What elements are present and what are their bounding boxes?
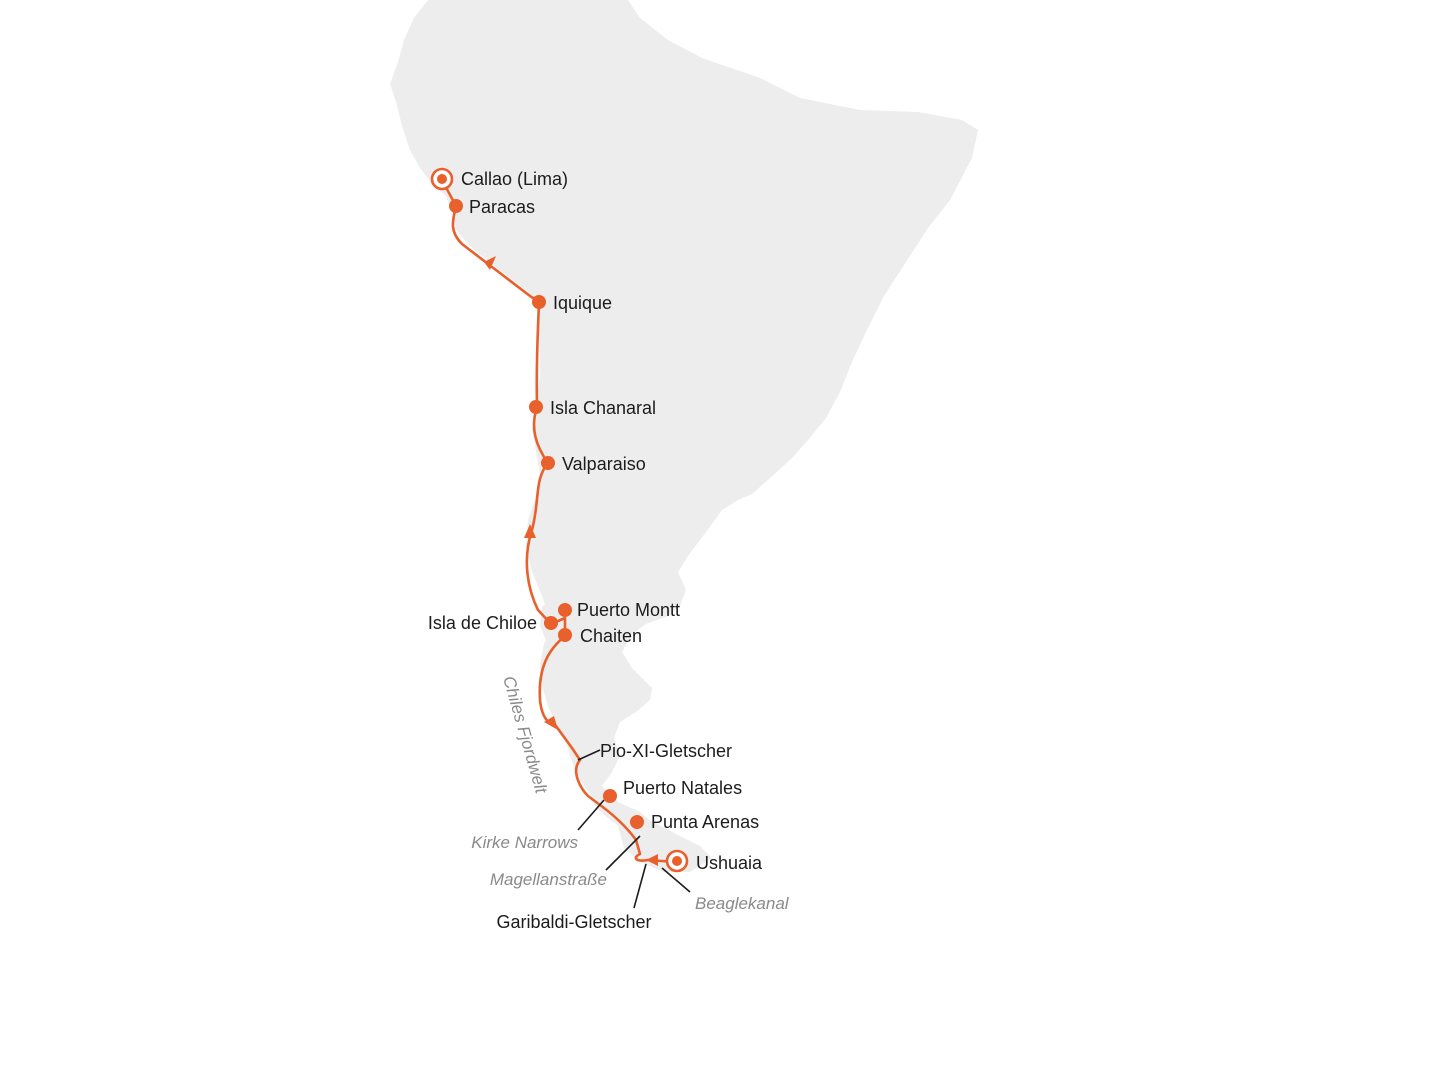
label-beaglekanal: Beaglekanal [695,894,790,913]
stop-dot-puerto-montt [558,603,572,617]
leader-garibaldi [633,863,647,909]
leader-pio-xi [577,749,601,761]
leader-magellanstrasse [605,835,641,871]
direction-arrow-icon [646,854,658,866]
label-puerto-natales: Puerto Natales [623,778,742,798]
label-puerto-montt: Puerto Montt [577,600,680,620]
label-chiles-fjordwelt: Chiles Fjordwelt [499,674,551,797]
direction-arrow-icon [484,256,496,270]
label-pio-xi: Pio-XI-Gletscher [600,741,732,761]
stop-dot-puerto-natales [603,789,617,803]
label-punta-arenas: Punta Arenas [651,812,759,832]
stop-dot-paracas [449,199,463,213]
label-isla-de-chiloe: Isla de Chiloe [428,613,537,633]
label-magellanstrasse: Magellanstraße [490,870,607,889]
label-iquique: Iquique [553,293,612,313]
label-valparaiso: Valparaiso [562,454,646,474]
label-chaiten: Chaiten [580,626,642,646]
label-isla-chanaral: Isla Chanaral [550,398,656,418]
label-garibaldi: Garibaldi-Gletscher [496,912,651,932]
stop-dot-valparaiso [541,456,555,470]
stop-dot-isla-de-chiloe [544,616,558,630]
leader-beaglekanal [661,867,691,893]
stop-dot-punta-arenas [630,815,644,829]
end-ring-ushuaia [665,849,689,873]
label-paracas: Paracas [469,197,535,217]
route-line [440,178,678,864]
south-america-landmass [390,0,978,866]
leader-kirke-narrows [577,799,605,831]
direction-arrow-icon [524,524,536,538]
start-ring-callao [430,167,454,191]
stop-dot-isla-chanaral [529,400,543,414]
stop-dot-chaiten [558,628,572,642]
label-ushuaia: Ushuaia [696,853,763,873]
label-callao: Callao (Lima) [461,169,568,189]
label-kirke-narrows: Kirke Narrows [471,833,578,852]
tierra-del-fuego [618,818,712,872]
stop-dot-iquique [532,295,546,309]
direction-arrow-icon [544,716,558,730]
